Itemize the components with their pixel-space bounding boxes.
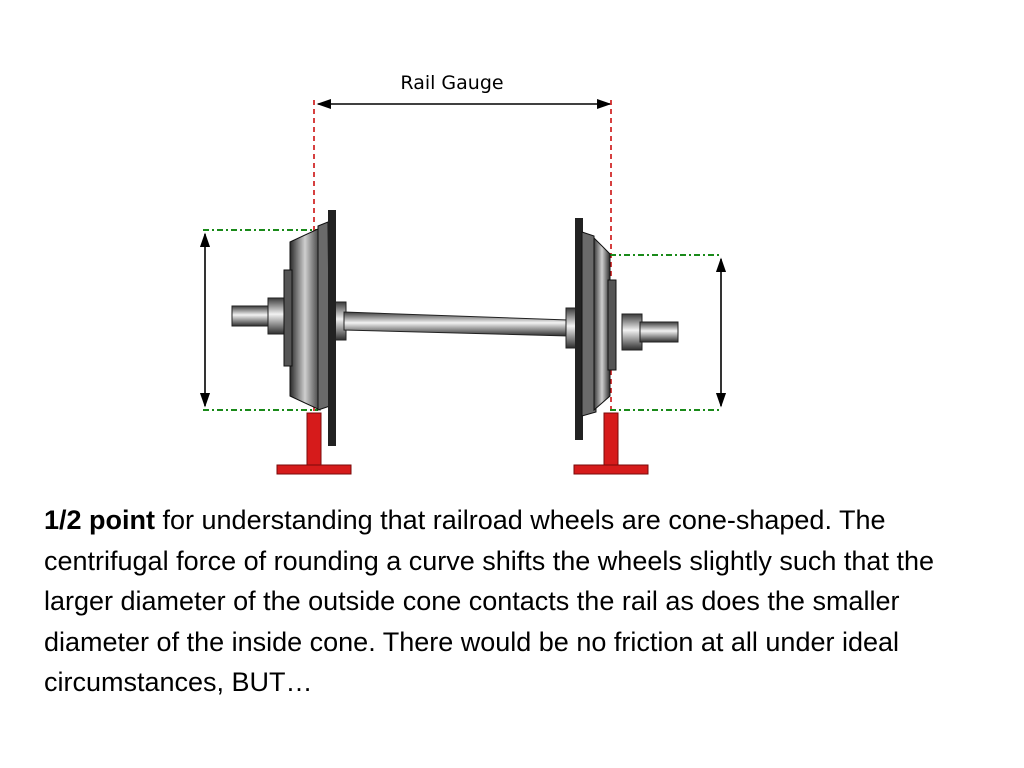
left-rail bbox=[276, 412, 352, 475]
right-wheel bbox=[575, 218, 617, 440]
gauge-label: Rail Gauge bbox=[400, 72, 503, 94]
right-rail bbox=[573, 412, 649, 475]
explanation-text: 1/2 point for understanding that railroa… bbox=[44, 500, 994, 703]
left-wheel bbox=[283, 210, 336, 446]
caption-body: for understanding that railroad wheels a… bbox=[44, 505, 934, 697]
caption-bold-lead: 1/2 point bbox=[44, 505, 156, 535]
wheelset-diagram: Rail Gauge bbox=[199, 72, 727, 475]
